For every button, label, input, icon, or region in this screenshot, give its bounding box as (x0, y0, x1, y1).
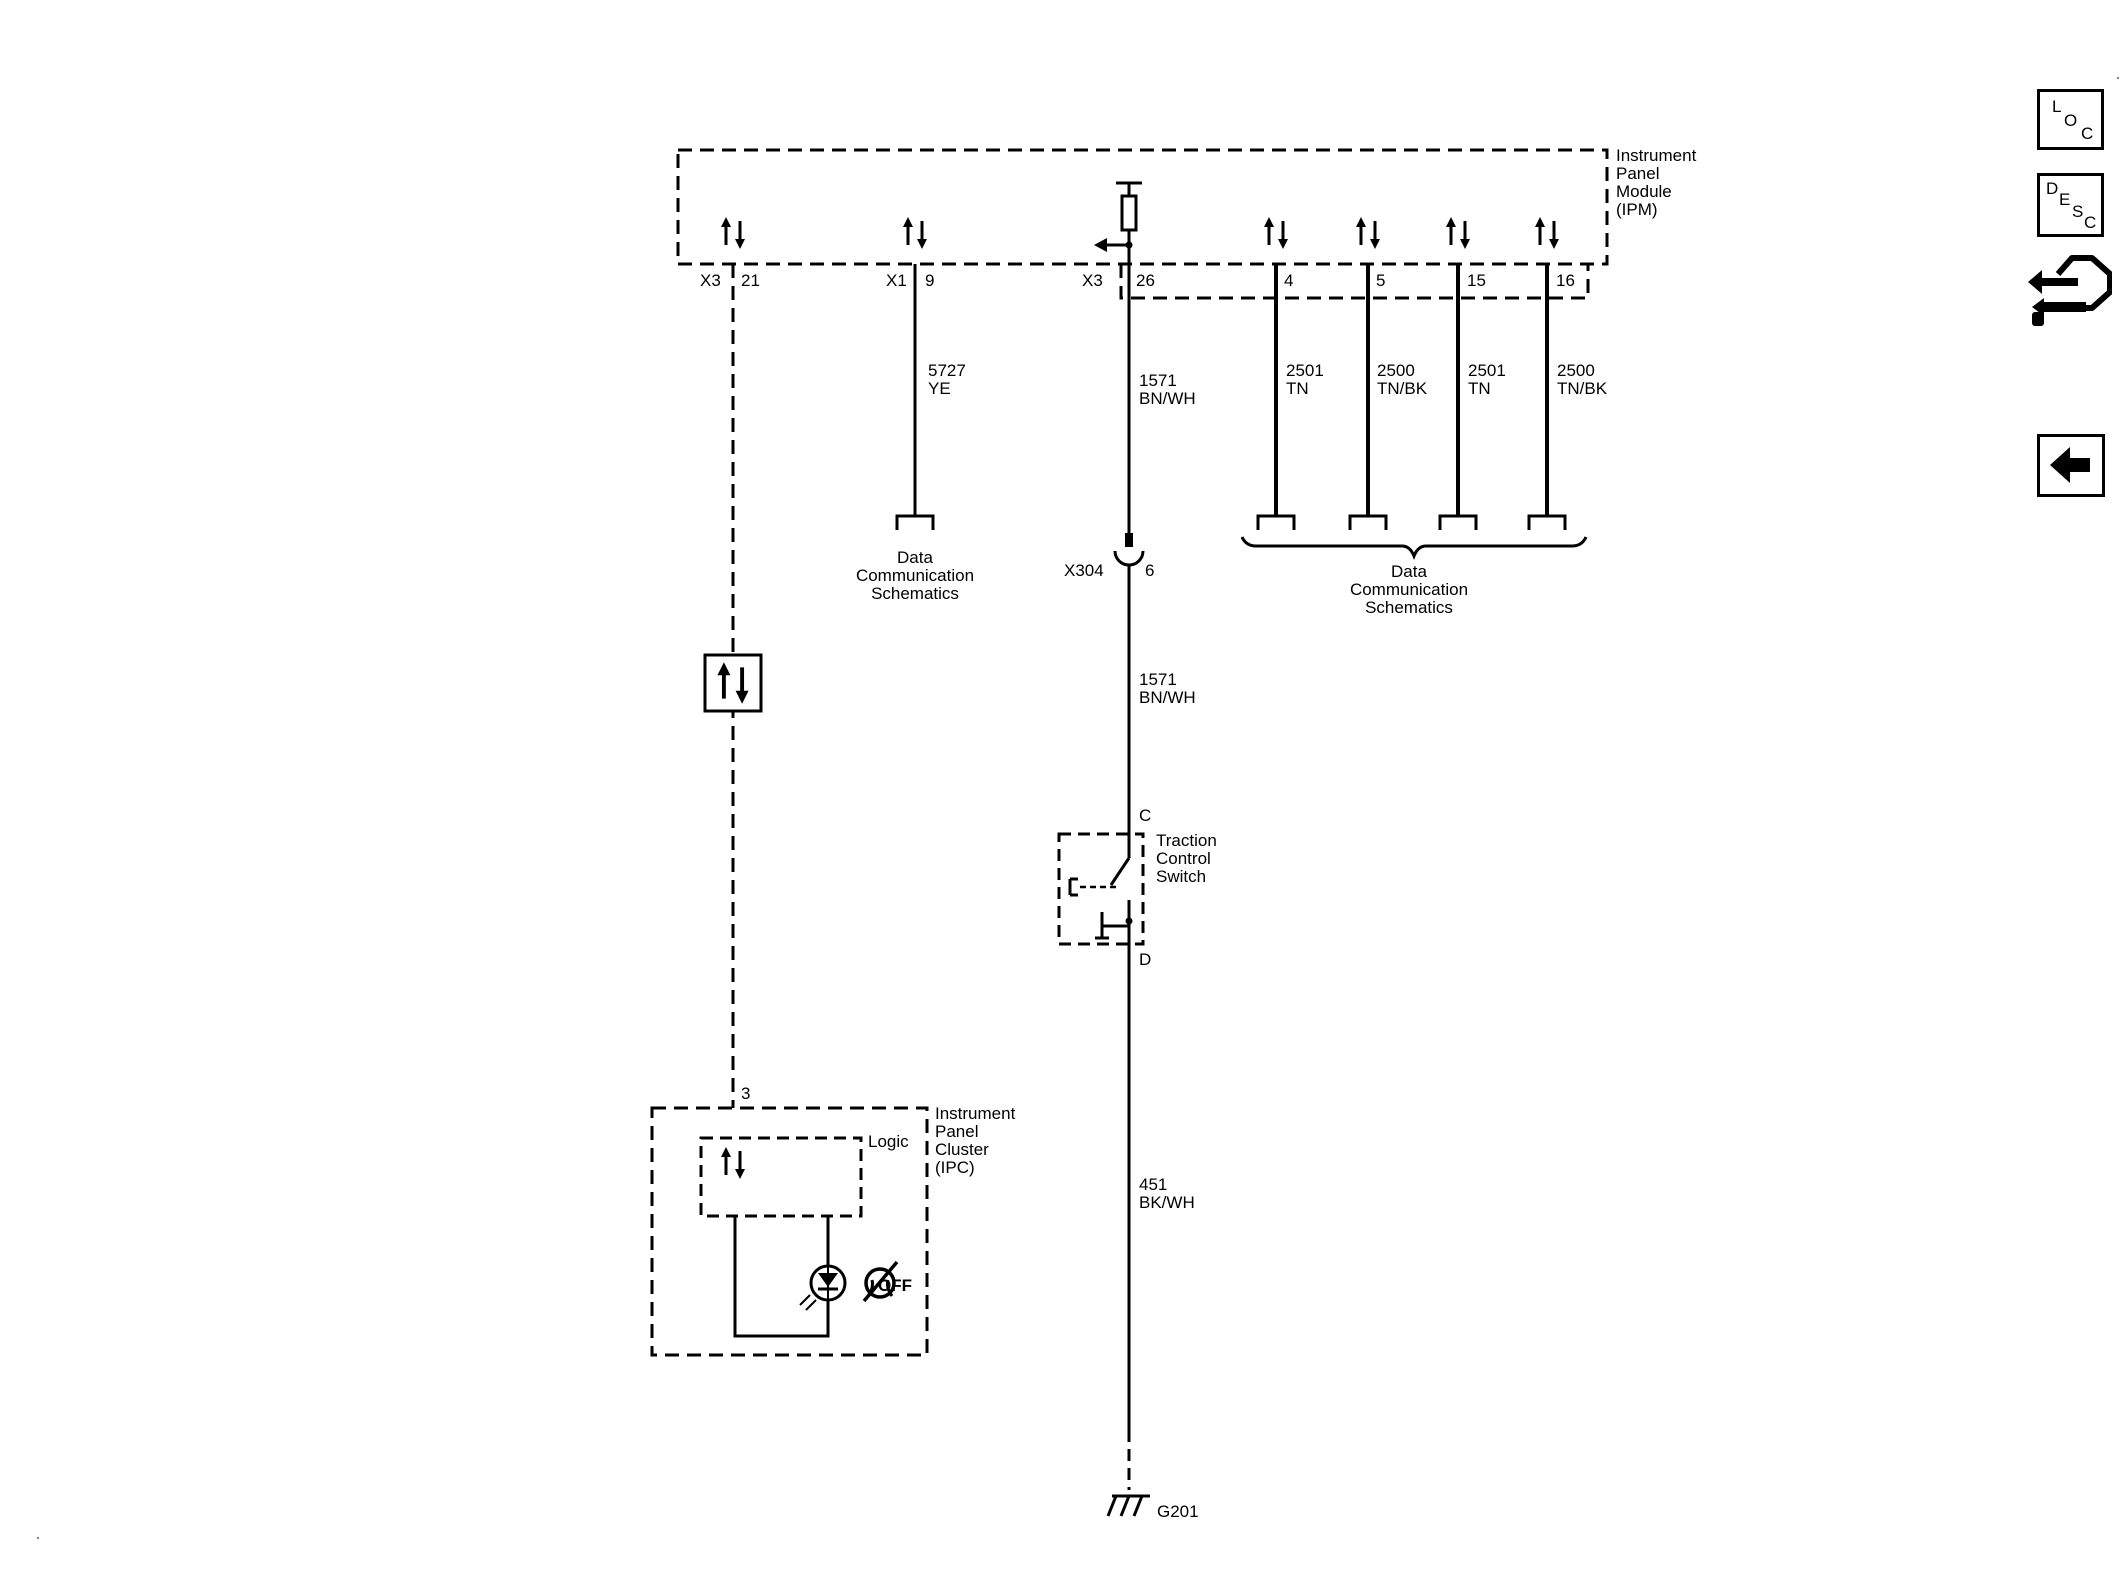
wire-color-label: YE (928, 379, 951, 398)
ipc-pin-label: 3 (741, 1084, 750, 1103)
indicator-lamp-icon (799, 1264, 847, 1311)
back-arrow-icon (2050, 447, 2090, 483)
schematic-reference-icon (1438, 514, 1478, 532)
inline-connector-pin: 6 (1145, 561, 1154, 580)
wire-circuit-label: 1571 (1139, 670, 1177, 689)
ipc-module: OFF (650, 1106, 929, 1357)
data-comm-icon (719, 1145, 747, 1181)
wire-circuit-label: 2500 (1557, 361, 1595, 380)
pin-number-label: 21 (741, 271, 760, 290)
data-comm-icon (1354, 215, 1382, 251)
schematic-reference-icon (1527, 514, 1567, 532)
wire-circuit-label: 2501 (1286, 361, 1324, 380)
location-view-button[interactable]: L O C (2037, 89, 2104, 150)
stray-dot (2117, 77, 2119, 79)
pull-up-resistor-icon (1094, 181, 1142, 252)
svg-text:OFF: OFF (878, 1276, 912, 1295)
reference-label: Communication (856, 566, 974, 585)
schematic-reference-icon (895, 514, 935, 532)
wire-color-label: BN/WH (1139, 389, 1196, 408)
reference-label: Data (1391, 562, 1427, 581)
desc-letter: C (2084, 213, 2097, 232)
schematic-reference-link[interactable]: Data Communication Schematics (856, 548, 974, 603)
data-comm-icon (1533, 215, 1561, 251)
desc-letter: D (2046, 179, 2059, 198)
pin-number-label: 4 (1284, 271, 1293, 290)
wire-circuit-label: 2500 (1377, 361, 1415, 380)
wire-color-label: TN (1468, 379, 1491, 398)
reference-label: Schematics (1365, 598, 1453, 617)
schematic-reference-icon (1348, 514, 1388, 532)
desc-letter: E (2059, 190, 2071, 209)
inline-connector (1113, 533, 1145, 572)
ground-icon (1106, 1494, 1150, 1517)
wire-circuit-label: 451 (1139, 1175, 1167, 1194)
wire-circuit-label: 5727 (928, 361, 966, 380)
traction-control-switch (1057, 832, 1145, 946)
switch-pin-label: D (1139, 950, 1151, 969)
loc-letter: L (2052, 97, 2062, 116)
pin-connector-label: X1 (886, 271, 907, 290)
switch-name-label: Traction (1156, 831, 1217, 850)
wire-color-label: BK/WH (1139, 1193, 1195, 1212)
ipc-name-label: (IPC) (935, 1158, 975, 1177)
wire-color-label: TN/BK (1557, 379, 1608, 398)
pin-number-label: 5 (1376, 271, 1385, 290)
ipm-module: Instrument Panel Module (IPM) (676, 146, 1697, 300)
ipc-name-label: Panel (935, 1122, 978, 1141)
wire-circuit-label: 2501 (1468, 361, 1506, 380)
ipm-label-4: (IPM) (1616, 200, 1658, 219)
reference-label: Data (897, 548, 933, 567)
back-button[interactable] (2037, 434, 2105, 497)
ipc-logic-label: Logic (868, 1132, 909, 1151)
data-comm-icon (719, 215, 747, 251)
serial-data-icon (703, 653, 763, 713)
stray-dot (37, 1537, 39, 1539)
pin-connector-label: X3 (700, 271, 721, 290)
data-comm-icon (901, 215, 929, 251)
wire-color-label: TN/BK (1377, 379, 1428, 398)
connector-end-view-icon (2028, 255, 2112, 326)
switch-pin-label: C (1139, 806, 1151, 825)
pin-number-label: 9 (925, 271, 934, 290)
inline-connector-label: X304 (1064, 561, 1104, 580)
wire-color-label: BN/WH (1139, 688, 1196, 707)
data-comm-icon (1262, 215, 1290, 251)
loc-letter: O (2064, 111, 2078, 130)
ipm-label-2: Panel (1616, 164, 1659, 183)
schematic-reference-icon (1256, 514, 1296, 532)
reference-brace (1240, 536, 1588, 561)
desc-letter: S (2072, 202, 2084, 221)
switch-name-label: Control (1156, 849, 1211, 868)
wire-circuit-label: 1571 (1139, 371, 1177, 390)
ground-label: G201 (1157, 1502, 1199, 1521)
pin-number-label: 26 (1136, 271, 1155, 290)
connector-end-view-button[interactable] (2028, 252, 2112, 338)
pin-number-label: 15 (1467, 271, 1486, 290)
data-comm-icon (1444, 215, 1472, 251)
reference-label: Schematics (871, 584, 959, 603)
ipm-label-1: Instrument (1616, 146, 1697, 165)
loc-letter: C (2081, 124, 2094, 143)
switch-name-label: Switch (1156, 867, 1206, 886)
description-view-button[interactable]: D E S C (2037, 173, 2104, 237)
wire-color-label: TN (1286, 379, 1309, 398)
reference-label: Communication (1350, 580, 1468, 599)
ipc-name-label: Instrument (935, 1104, 1016, 1123)
ipc-name-label: Cluster (935, 1140, 989, 1159)
pin-number-label: 16 (1556, 271, 1575, 290)
traction-control-off-icon: OFF (862, 1260, 912, 1303)
schematic-reference-link[interactable]: Data Communication Schematics (1350, 562, 1468, 617)
ipm-label-3: Module (1616, 182, 1672, 201)
pin-connector-label: X3 (1082, 271, 1103, 290)
